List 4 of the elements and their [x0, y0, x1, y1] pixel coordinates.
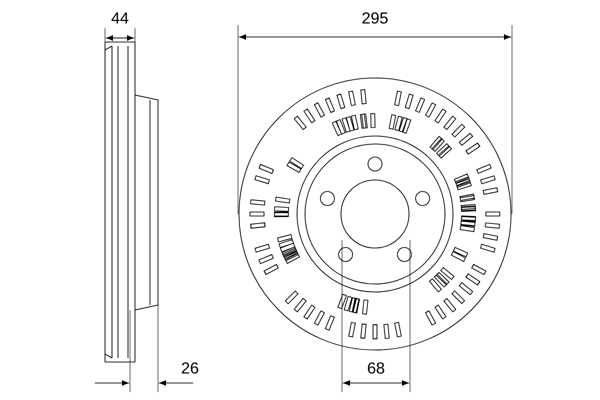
dimension-value: 68: [368, 362, 384, 374]
dimension-value: 26: [182, 362, 198, 374]
dimension-value: 295: [362, 12, 388, 24]
dimension-value: 44: [111, 12, 128, 24]
